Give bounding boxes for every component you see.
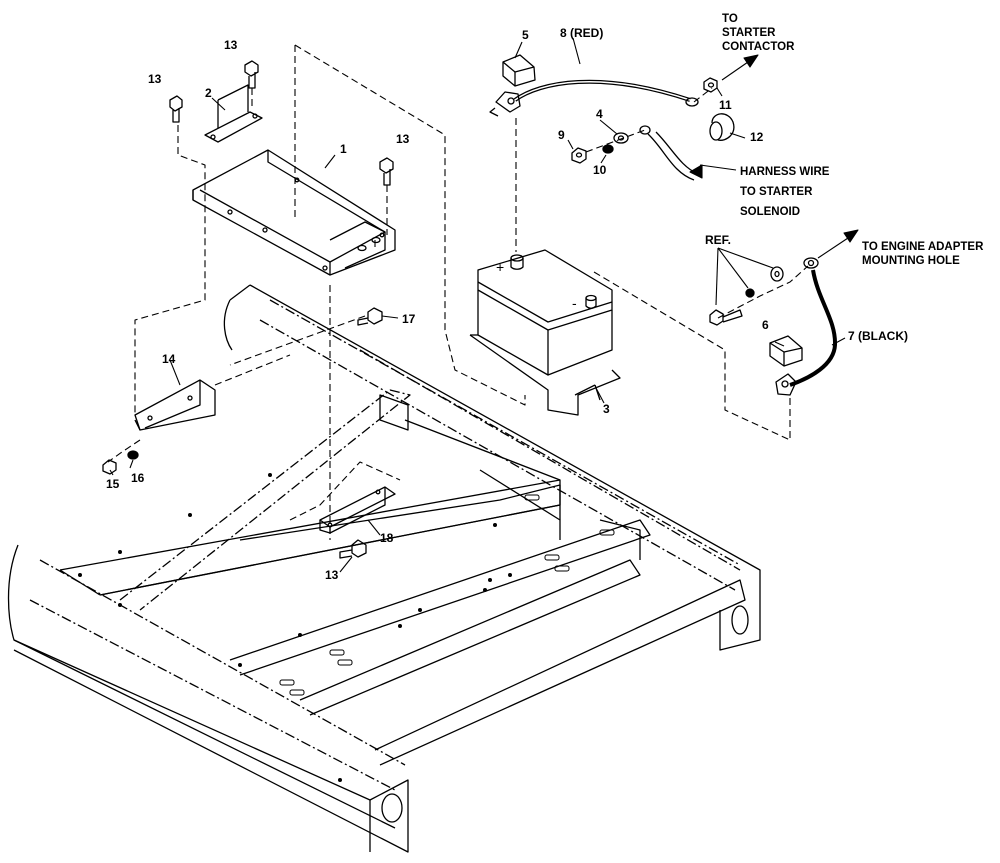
battery <box>469 249 621 416</box>
bolt-13-c <box>379 157 394 186</box>
battery-plus-mark: + <box>496 259 505 275</box>
negative-cable-7 <box>775 257 838 396</box>
note-line: TO STARTER <box>740 186 813 198</box>
callout-17: 17 <box>402 312 416 326</box>
callout-4: 4 <box>596 107 603 121</box>
callout-18: 18 <box>380 531 394 545</box>
callout-1: 1 <box>340 142 347 156</box>
callout-6: 6 <box>762 318 769 332</box>
note-line: TO ENGINE ADAPTER <box>862 241 984 253</box>
callout-2: 2 <box>205 86 212 100</box>
note-line: TO <box>722 13 738 25</box>
bracket-14 <box>134 379 216 431</box>
frame-assembly <box>7 284 761 853</box>
callout-13-a: 13 <box>148 72 162 86</box>
nut-9 <box>571 147 587 164</box>
leader-lines <box>109 37 859 573</box>
frame-left-rail <box>7 544 409 853</box>
ref-lockwasher <box>745 288 755 298</box>
callout-13-d: 13 <box>325 568 339 582</box>
note-harness-wire: HARNESS WIRE TO STARTER SOLENOID <box>740 162 829 222</box>
arrow-to-engine-adapter <box>843 229 859 243</box>
nut-15 <box>102 459 117 475</box>
lockwasher-10 <box>602 144 614 154</box>
callout-11: 11 <box>719 98 732 112</box>
boot-12 <box>709 113 735 141</box>
callout-13-b: 13 <box>224 38 238 52</box>
terminal-cap-5 <box>502 54 536 87</box>
callout-8: 8 (RED) <box>560 26 604 40</box>
bolt-13-a <box>169 95 183 123</box>
callout-12: 12 <box>750 130 764 144</box>
note-line: STARTER <box>722 27 776 39</box>
bolt-13-d <box>339 539 367 559</box>
ref-bolt <box>709 309 743 326</box>
arrow-to-starter-contactor <box>743 54 759 68</box>
note-line: SOLENOID <box>740 206 801 218</box>
bracket-18 <box>319 486 396 534</box>
battery-tray <box>192 149 396 276</box>
hold-down-bracket <box>204 84 263 143</box>
callout-10: 10 <box>593 163 607 177</box>
washer-16 <box>127 450 139 460</box>
note-engine-adapter: TO ENGINE ADAPTER MOUNTING HOLE <box>862 240 983 268</box>
callout-13-c: 13 <box>396 132 410 146</box>
terminal-cap-6 <box>769 335 803 367</box>
ref-washer <box>770 266 784 282</box>
arrow-harness-wire <box>689 164 703 179</box>
note-line: CONTACTOR <box>722 41 795 53</box>
callout-ref: REF. <box>705 233 732 247</box>
frame-back-crossmember <box>249 284 761 651</box>
callout-5: 5 <box>522 28 529 42</box>
frame-slots <box>279 494 615 696</box>
note-starter-contactor: TO STARTER CONTACTOR <box>722 12 794 54</box>
callout-16: 16 <box>131 471 145 485</box>
callout-3: 3 <box>603 402 610 416</box>
callout-15: 15 <box>106 477 120 491</box>
nut-11 <box>703 77 718 93</box>
positive-cable-8 <box>489 79 699 117</box>
battery-minus-mark: - <box>572 295 577 311</box>
washer-4 <box>613 132 629 144</box>
assembly-lines <box>107 44 809 540</box>
note-line: MOUNTING HOLE <box>862 255 960 267</box>
note-line: HARNESS WIRE <box>740 166 830 178</box>
bolt-13-b <box>244 60 259 89</box>
frame-front-crossmember <box>59 479 561 596</box>
harness-wire <box>639 125 699 181</box>
callout-14: 14 <box>162 352 176 366</box>
bolt-17 <box>357 307 383 326</box>
callout-7: 7 (BLACK) <box>848 329 908 343</box>
callout-9: 9 <box>558 128 565 142</box>
